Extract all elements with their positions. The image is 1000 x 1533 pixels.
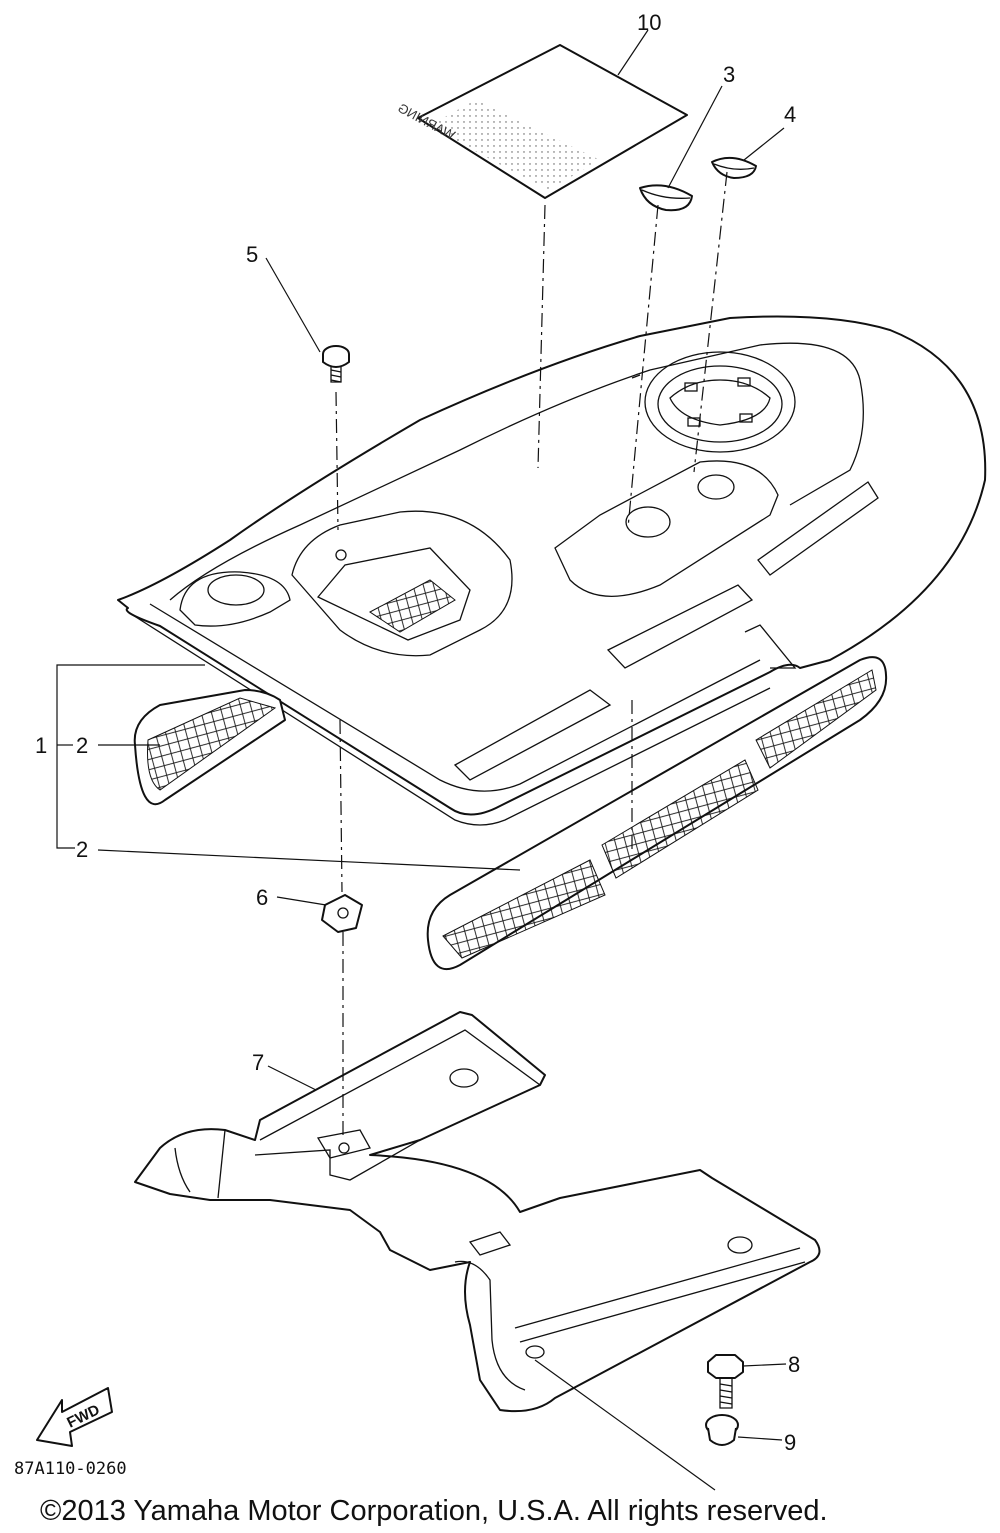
callout-4: 4 — [784, 102, 796, 127]
callout-3: 3 — [723, 62, 735, 87]
callout-2-right: 2 — [76, 837, 88, 862]
screw-part-5[interactable] — [322, 345, 350, 383]
cap-part-3[interactable] — [639, 184, 693, 212]
callout-10: 10 — [637, 10, 661, 35]
forward-arrow-icon: FWD — [36, 1387, 113, 1447]
callout-1: 1 — [35, 733, 47, 758]
callout-6: 6 — [256, 885, 268, 910]
copyright-notice: ©2013 Yamaha Motor Corporation, U.S.A. A… — [40, 1495, 828, 1527]
callout-8: 8 — [788, 1352, 800, 1377]
bracket-part-7[interactable] — [134, 1011, 821, 1413]
engine-cover-part[interactable] — [117, 315, 987, 826]
clip-nut-part-6[interactable] — [321, 894, 363, 933]
plug-part-9[interactable] — [705, 1414, 739, 1446]
grille-part-left[interactable] — [133, 689, 286, 806]
callout-7: 7 — [252, 1050, 264, 1075]
warning-decal-part[interactable]: WARNING — [396, 44, 688, 199]
grille-part-right[interactable] — [426, 656, 888, 971]
callout-5: 5 — [246, 242, 258, 267]
callout-9: 9 — [784, 1430, 796, 1455]
diagram-code: 87A110-0260 — [14, 1459, 127, 1479]
callout-2-left: 2 — [76, 733, 88, 758]
cap-part-4[interactable] — [711, 156, 757, 179]
bolt-part-8[interactable] — [707, 1354, 744, 1409]
